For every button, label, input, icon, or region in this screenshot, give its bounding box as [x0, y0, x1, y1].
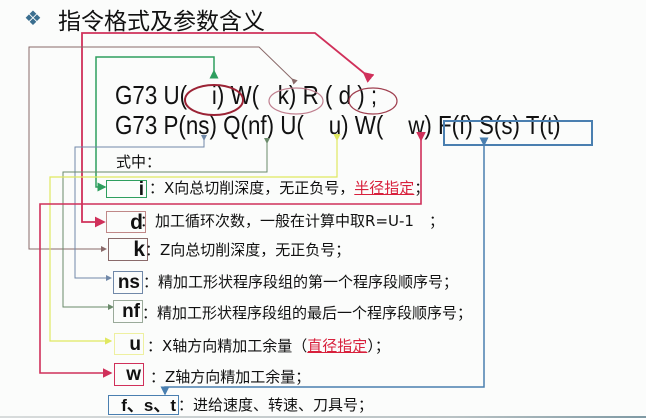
ellipse-k — [268, 87, 324, 115]
param-label-k: k — [108, 238, 148, 261]
separator: ： — [145, 241, 161, 259]
desc-text: X轴方向精加工余量（ — [162, 337, 308, 355]
separator: ： — [147, 337, 163, 355]
connector-i — [95, 56, 219, 192]
separator: ： — [150, 368, 166, 386]
separator: ： — [178, 396, 194, 414]
desc-text: 精加工形状程序段组的最后一个程序段顺序号； — [157, 304, 473, 322]
ellipse-d — [348, 87, 398, 115]
param-label-ns: ns — [113, 271, 143, 294]
fst-bracket-box — [443, 120, 593, 146]
desc-text: X向总切削深度，无正负号， — [164, 179, 355, 197]
param-label-nf: nf — [113, 300, 143, 323]
highlight-text: 半径指定 — [354, 179, 415, 197]
param-desc-ns: ：精加工形状程序段组的第一个程序段顺序号； — [143, 275, 458, 290]
param-label-w: w — [114, 363, 144, 386]
desc-tail: ）； — [367, 337, 390, 355]
param-label-i: i — [106, 180, 147, 199]
desc-tail: ； — [414, 179, 430, 197]
param-desc-u: ：X轴方向精加工余量（直径指定）； — [147, 339, 390, 354]
param-desc-i: ：X向总切削深度，无正负号，半径指定； — [149, 181, 429, 196]
desc-text: 加工循环次数，一般在计算中取R=U-1 ； — [155, 212, 444, 230]
slide-footer-bar — [0, 416, 646, 418]
connector-k — [28, 46, 298, 252]
separator: ： — [143, 273, 159, 291]
param-label-u: u — [114, 333, 144, 355]
ellipse-i — [184, 84, 244, 116]
param-desc-w: ：Z轴方向精加工余量； — [150, 370, 310, 385]
desc-text: Z轴方向精加工余量； — [165, 368, 311, 386]
diamond-bullet-icon: ❖ — [24, 6, 42, 30]
param-label-fst: f、s、t — [108, 395, 179, 415]
connector-d — [81, 32, 375, 228]
param-desc-k: ：Z向总切削深度，无正负号； — [145, 243, 350, 258]
highlight-text: 直径指定 — [307, 337, 368, 355]
connector-fst — [160, 137, 489, 396]
param-desc-nf: ：精加工形状程序段组的最后一个程序段顺序号； — [142, 306, 472, 321]
separator: ： — [142, 304, 158, 322]
separator: ： — [140, 212, 156, 230]
slide-title: 指令格式及参数含义 — [58, 9, 265, 35]
desc-text: Z向总切削深度，无正负号； — [160, 241, 351, 259]
desc-text: 精加工形状程序段组的第一个程序段顺序号； — [158, 273, 459, 291]
param-desc-fst: ：进给速度、转速、刀具号； — [178, 398, 373, 413]
desc-text: 进给速度、转速、刀具号； — [193, 396, 374, 414]
separator: ： — [149, 179, 165, 197]
param-desc-d: ：加工循环次数，一般在计算中取R=U-1 ； — [140, 214, 444, 229]
